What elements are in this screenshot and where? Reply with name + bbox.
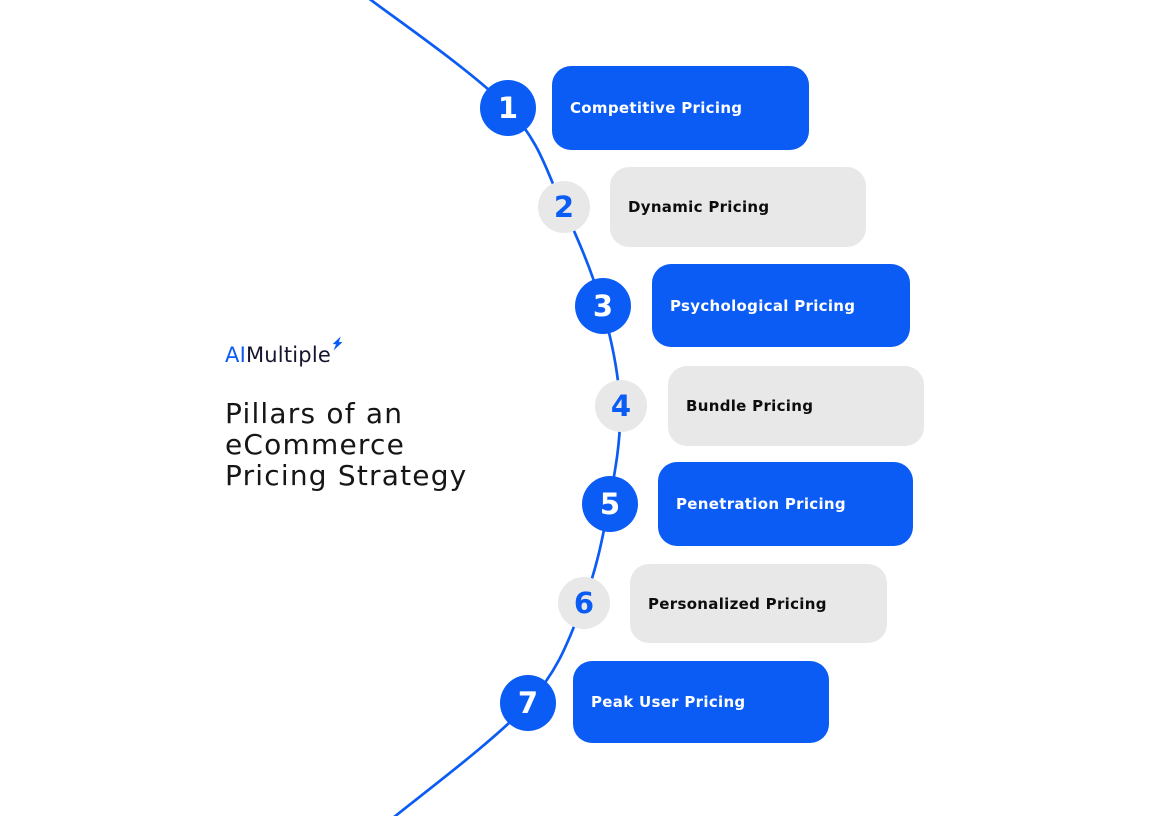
step-number: 7 — [517, 686, 539, 720]
step-number: 2 — [553, 190, 575, 224]
lightning-flash-icon — [331, 336, 344, 351]
step-number: 3 — [592, 289, 614, 323]
step-number: 6 — [573, 586, 595, 620]
step-circle-5: 5 — [582, 476, 638, 532]
pill-psychological-pricing: Psychological Pricing — [652, 264, 910, 347]
step-circle-3: 3 — [575, 278, 631, 334]
step-circle-1: 1 — [480, 80, 536, 136]
pill-label: Dynamic Pricing — [628, 198, 770, 216]
pill-label: Peak User Pricing — [591, 693, 746, 711]
pill-label: Bundle Pricing — [686, 397, 814, 415]
logo-text-ai: AI — [225, 343, 246, 367]
pill-label: Psychological Pricing — [670, 296, 856, 315]
pill-bundle-pricing: Bundle Pricing — [668, 366, 924, 446]
pill-dynamic-pricing: Dynamic Pricing — [610, 167, 866, 247]
pill-penetration-pricing: Penetration Pricing — [658, 462, 913, 546]
step-circle-7: 7 — [500, 675, 556, 731]
step-circle-6: 6 — [558, 577, 610, 629]
step-number: 4 — [610, 389, 632, 423]
pill-personalized-pricing: Personalized Pricing — [630, 564, 887, 643]
logo-text-multiple: Multiple — [245, 343, 331, 367]
pill-label: Competitive Pricing — [570, 99, 743, 117]
pill-label: Penetration Pricing — [676, 495, 846, 513]
pill-label: Personalized Pricing — [648, 594, 827, 613]
pill-peak-user-pricing: Peak User Pricing — [573, 661, 829, 743]
title-line-2: eCommerce — [225, 428, 406, 461]
step-circle-2: 2 — [538, 181, 590, 233]
pill-competitive-pricing: Competitive Pricing — [552, 66, 809, 150]
page-title: Pillars of an eCommerce Pricing Strategy — [225, 398, 467, 491]
title-line-1: Pillars of an — [225, 397, 404, 430]
aimultiple-logo: AIMultiple — [225, 336, 343, 367]
step-circle-4: 4 — [595, 380, 647, 432]
title-line-3: Pricing Strategy — [225, 459, 468, 492]
step-number: 5 — [599, 487, 621, 521]
step-number: 1 — [497, 91, 519, 125]
